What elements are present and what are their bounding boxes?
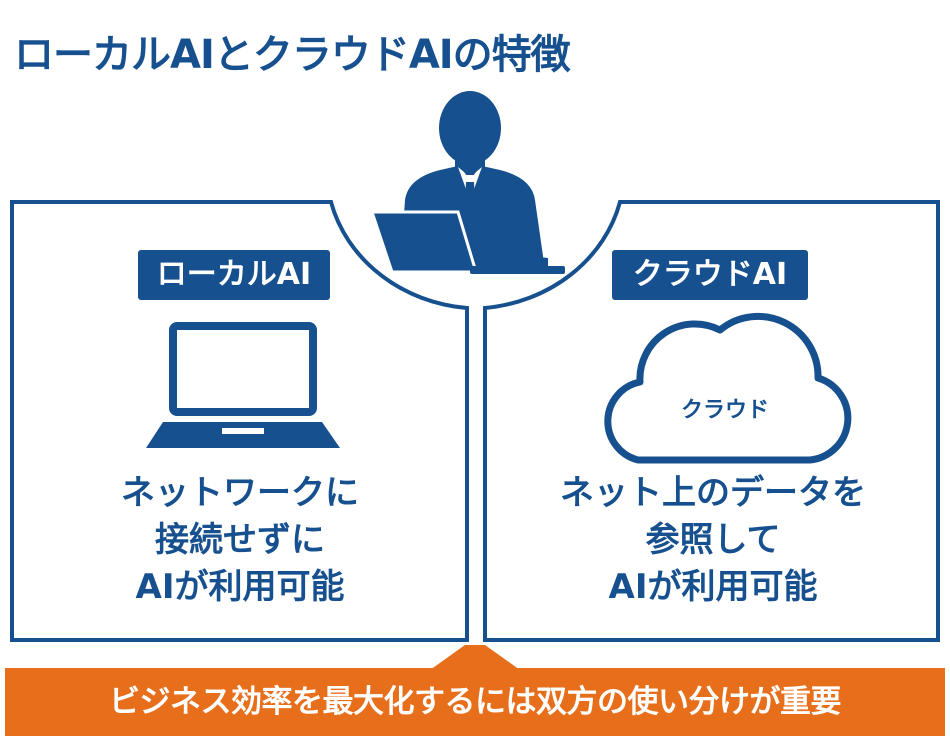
businessman-laptop-icon bbox=[369, 91, 565, 274]
cloud-panel-frame bbox=[483, 200, 940, 642]
local-desc-line: 接続せずに bbox=[155, 520, 325, 560]
cloud-icon bbox=[604, 312, 852, 464]
cloud-icon-label: クラウド bbox=[680, 398, 769, 423]
local-desc-line: ネットワークに bbox=[121, 473, 359, 513]
local-ai-badge: ローカルAI bbox=[138, 250, 330, 300]
cloud-ai-badge: クラウドAI bbox=[612, 250, 808, 300]
local-desc-line: AIが利用可能 bbox=[135, 567, 345, 607]
local-ai-description: ネットワークに 接続せずに AIが利用可能 bbox=[20, 470, 460, 611]
banner-notch bbox=[430, 645, 520, 670]
page-title: ローカルAIとクラウドAIの特徴 bbox=[14, 32, 571, 78]
local-panel-frame bbox=[10, 200, 469, 642]
cloud-ai-description: ネット上のデータを 参照して AIが利用可能 bbox=[488, 470, 938, 611]
cloud-desc-line: 参照して bbox=[645, 520, 781, 560]
conclusion-banner: ビジネス効率を最大化するには双方の使い分けが重要 bbox=[5, 668, 945, 736]
cloud-desc-line: ネット上のデータを bbox=[560, 473, 866, 513]
laptop-icon bbox=[146, 322, 340, 448]
cloud-desc-line: AIが利用可能 bbox=[608, 567, 818, 607]
